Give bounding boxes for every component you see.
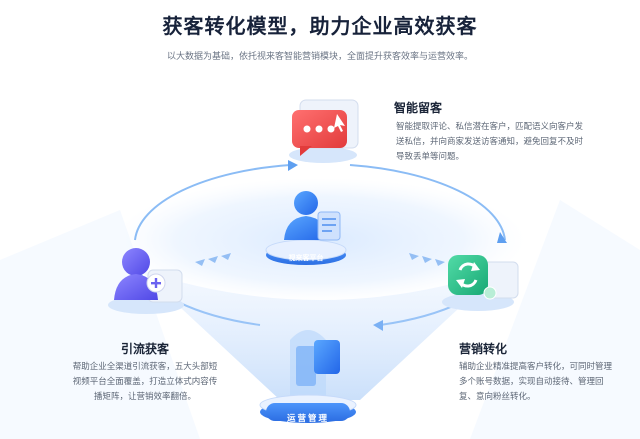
user-plus-icon [108,248,184,314]
page-subtitle: 以大数据为基础，依托视来客智能营销模块，全面提升获客效率与运营效率。 [166,52,473,62]
refresh-cycle-icon [442,255,519,311]
arrow-icon [497,232,507,243]
platform-label: 视来客平台 [288,254,324,262]
operations-icon [259,330,357,423]
acquire-title: 引流获客 [121,342,170,356]
flow-chevrons [195,253,445,266]
acquire-description: 帮助企业全渠道引流获客，五大头部短视频平台全面覆盖，打造立体式内容传播矩阵，让营… [72,362,218,402]
background-beams [0,200,640,439]
arrow-icon [288,160,298,171]
page-title: 获客转化模型，助力企业高效获客 [162,14,478,38]
convert-description: 辅助企业精准提高客户转化，可同时管理多个账号数据，实现自动接待、管理回复、意向粉… [459,362,613,402]
platform-icon [265,191,347,265]
retention-description: 智能提取评论、私信潜在客户，匹配语义向客户发送私信，并向商家发送访客通知，避免回… [396,122,584,162]
operations-label: 运营管理 [286,414,329,424]
convert-title: 营销转化 [459,342,508,356]
chat-bubble-icon [289,99,359,163]
retention-title: 智能留客 [394,101,443,115]
